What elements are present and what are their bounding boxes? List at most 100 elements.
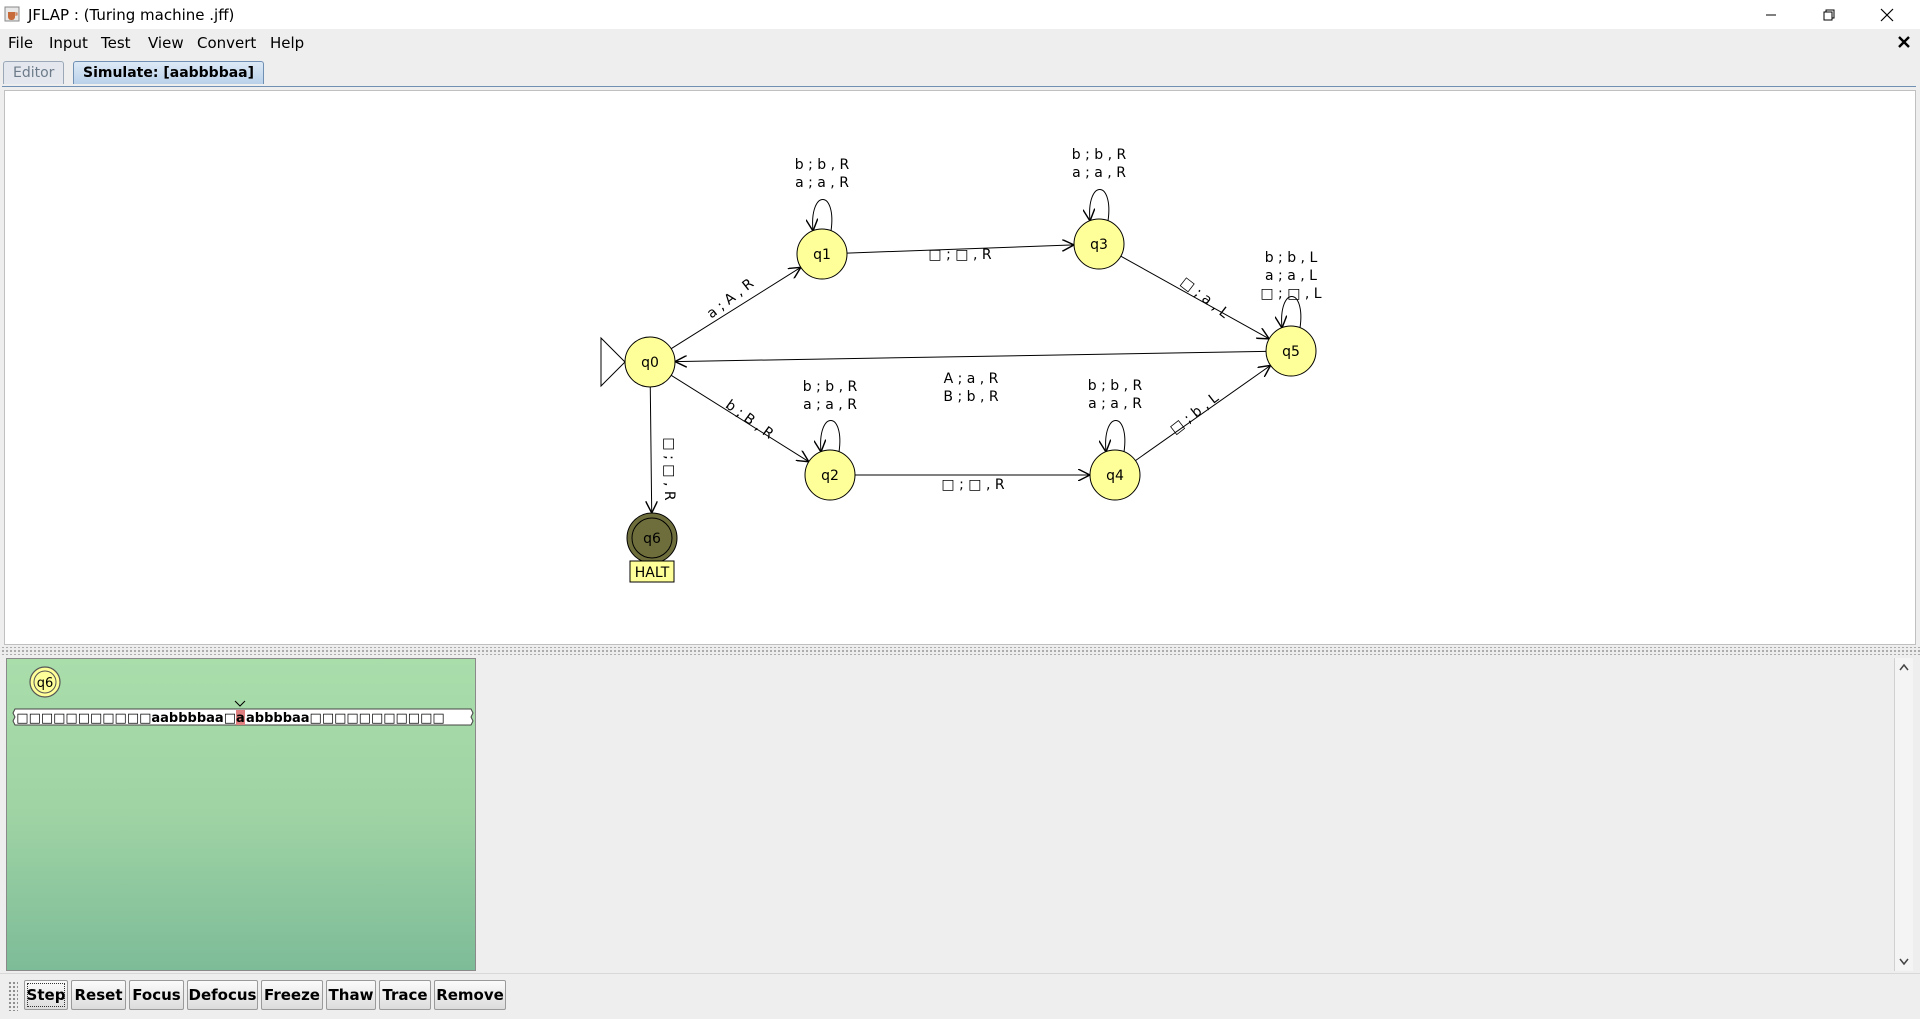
initial-state-marker <box>600 336 626 388</box>
state-label: q0 <box>641 355 659 371</box>
transition-label: □ ; □ , R <box>928 247 991 263</box>
restore-icon <box>1823 9 1835 20</box>
state-label: q2 <box>821 468 839 484</box>
tab-simulate[interactable]: Simulate: [aabbbbaa] <box>73 61 265 84</box>
transition-q3-q5[interactable]: □ ; a , L <box>1120 255 1269 339</box>
transition-q2-q2[interactable]: b ; b , R a ; a , R <box>803 379 858 452</box>
menu-input[interactable]: Input <box>49 34 88 52</box>
tape-head-symbol: a <box>236 711 245 726</box>
simulation-toolbar: Step Reset Focus Defocus Freeze Thaw Tra… <box>0 973 1920 1019</box>
menu-bar: File Input Test View Convert Help <box>0 29 1920 57</box>
automaton-canvas[interactable]: a ; A , R b ; B , R □ ; □ , R b ; b , R a ; … <box>4 90 1916 645</box>
transition-label: □ ; b , L <box>1167 390 1222 438</box>
tab-strip: Editor Simulate: [aabbbbaa] <box>0 57 1920 87</box>
transition-label: a ; a , R <box>1072 165 1126 181</box>
transition-q4-q4[interactable]: b ; b , R a ; a , R <box>1088 378 1143 452</box>
toolbar-grip[interactable] <box>8 981 18 1011</box>
halt-tag-label: HALT <box>635 565 670 581</box>
transition-label: a ; a , R <box>795 175 849 191</box>
state-label: q6 <box>643 531 661 547</box>
tape-head-marker <box>234 700 246 707</box>
minimize-button[interactable] <box>1742 0 1800 29</box>
transition-label: B ; b , R <box>943 389 998 405</box>
state-q3[interactable]: q3 <box>1073 218 1125 270</box>
transition-label: a ; a , R <box>803 397 857 413</box>
transition-q1-q3[interactable]: □ ; □ , R <box>846 245 1074 263</box>
configuration-display: q6 □□□□□□□□□□□aabbbbaa□ a abbbbaa□□□□□□□… <box>12 666 474 726</box>
transition-label: □ ; a , L <box>1177 274 1232 322</box>
menu-file[interactable]: File <box>8 34 34 52</box>
close-icon <box>1880 8 1894 21</box>
state-label: q5 <box>1282 344 1300 360</box>
transition-label: b ; b , L <box>1265 250 1318 266</box>
state-q1[interactable]: q1 <box>796 228 848 280</box>
transition-label: □ ; □ , L <box>1260 286 1321 302</box>
tape-right: abbbbaa□□□□□□□□□□□ <box>246 711 445 726</box>
state-q2[interactable]: q2 <box>804 449 856 501</box>
scroll-down-button[interactable] <box>1895 953 1913 971</box>
state-label: q4 <box>1106 468 1124 484</box>
vertical-scrollbar[interactable] <box>1894 658 1913 971</box>
configurations-area <box>478 658 1894 971</box>
defocus-button[interactable]: Defocus <box>187 980 258 1010</box>
focus-button[interactable]: Focus <box>129 980 184 1010</box>
menu-view[interactable]: View <box>148 34 184 52</box>
step-button[interactable]: Step <box>24 980 68 1010</box>
config-state-label: q6 <box>37 676 54 691</box>
close-tab-button[interactable] <box>1894 30 1914 54</box>
freeze-button[interactable]: Freeze <box>261 980 323 1010</box>
transition-label: A ; a , R <box>944 371 999 387</box>
state-label: q3 <box>1090 237 1108 253</box>
menu-test[interactable]: Test <box>101 34 131 52</box>
close-icon <box>1898 36 1910 48</box>
reset-button[interactable]: Reset <box>71 980 126 1010</box>
tape-head-cell <box>236 710 245 725</box>
window-title: JFLAP : (Turing machine .jff) <box>28 6 235 24</box>
scroll-up-button[interactable] <box>1895 658 1913 676</box>
configuration-panel[interactable]: q6 □□□□□□□□□□□aabbbbaa□ a abbbbaa□□□□□□□… <box>6 658 476 971</box>
split-pane-divider[interactable] <box>0 647 1920 655</box>
title-bar: JFLAP : (Turing machine .jff) <box>0 0 1920 29</box>
tab-editor[interactable]: Editor <box>3 61 65 84</box>
transition-q3-q3[interactable]: b ; b , R a ; a , R <box>1072 147 1127 221</box>
transition-label: a ; a , R <box>1088 396 1142 412</box>
remove-button[interactable]: Remove <box>434 980 506 1010</box>
tape: □□□□□□□□□□□aabbbbaa□ a abbbbaa□□□□□□□□□□… <box>12 700 474 726</box>
menu-convert[interactable]: Convert <box>197 34 257 52</box>
transition-label: a ; a , L <box>1265 268 1317 284</box>
tape-left: □□□□□□□□□□□aabbbbaa□ <box>16 711 236 726</box>
state-label: q1 <box>813 247 831 263</box>
thaw-button[interactable]: Thaw <box>326 980 376 1010</box>
restore-button[interactable] <box>1800 0 1858 29</box>
transition-label: b ; b , R <box>1088 378 1143 394</box>
state-q4[interactable]: q4 <box>1089 449 1141 501</box>
halt-tag <box>629 560 675 583</box>
transition-q1-q1[interactable]: b ; b , R a ; a , R <box>795 157 850 231</box>
minimize-icon <box>1766 14 1776 15</box>
transition-q0-q2[interactable]: b ; B , R <box>670 374 809 461</box>
state-q5[interactable]: q5 <box>1265 325 1317 377</box>
close-window-button[interactable] <box>1858 0 1916 29</box>
chevron-down-icon <box>1899 958 1909 966</box>
transition-label: b ; b , R <box>1072 147 1127 163</box>
java-cup-icon <box>4 6 20 22</box>
transition-label: b ; b , R <box>795 157 850 173</box>
trace-button[interactable]: Trace <box>379 980 431 1010</box>
tab-divider <box>2 86 1916 87</box>
transition-q5-q5[interactable]: b ; b , L a ; a , L □ ; □ , L <box>1260 250 1322 328</box>
transition-label: □ ; □ , R <box>941 477 1004 493</box>
transition-q4-q5[interactable]: □ ; b , L <box>1135 365 1270 462</box>
transition-q0-q1[interactable]: a ; A , R <box>670 267 801 350</box>
transition-q0-q6[interactable]: □ ; □ , R <box>650 386 677 513</box>
transition-label: □ ; □ , R <box>661 437 677 500</box>
transition-label: a ; A , R <box>704 275 757 322</box>
chevron-up-icon <box>1899 663 1909 671</box>
state-q0[interactable]: q0 <box>600 336 676 388</box>
menu-help[interactable]: Help <box>270 34 305 52</box>
transition-label: b ; b , R <box>803 379 858 395</box>
state-diagram[interactable]: a ; A , R b ; B , R □ ; □ , R b ; b , R a ; … <box>5 91 1915 644</box>
transition-label: b ; B , R <box>722 397 776 443</box>
transition-q5-q0[interactable]: A ; a , R B ; b , R <box>675 350 1267 405</box>
transition-q2-q4[interactable]: □ ; □ , R <box>855 475 1090 493</box>
